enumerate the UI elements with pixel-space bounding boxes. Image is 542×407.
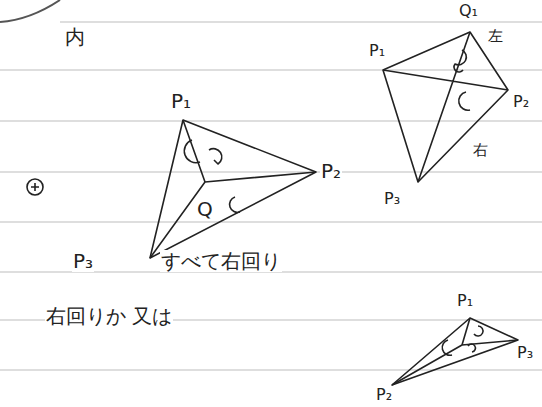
circle-mark: [27, 179, 43, 195]
note-label: P₂: [320, 160, 342, 182]
quad-top-right: [383, 32, 508, 182]
note-label: 左: [487, 28, 504, 45]
ruled-lines: [0, 0, 542, 370]
note-label: 右: [472, 142, 489, 159]
note-label: すべて右回り: [160, 250, 282, 272]
triangle-bottom-right: [392, 318, 518, 385]
note-label: 右回りか 又は: [45, 305, 173, 327]
note-label: P₂: [375, 386, 393, 404]
note-label: P₃: [383, 190, 401, 208]
note-label: Q₁: [458, 2, 479, 20]
note-label: P₃: [516, 344, 534, 362]
note-label: P₁: [170, 90, 192, 112]
note-label: P₁: [456, 292, 474, 310]
note-label: P₁: [368, 42, 386, 60]
note-label: P₃: [72, 250, 94, 272]
note-label: Q: [196, 198, 214, 220]
triangle-main: [150, 120, 316, 258]
note-label: 内: [64, 26, 86, 48]
note-label: P₂: [512, 93, 530, 111]
